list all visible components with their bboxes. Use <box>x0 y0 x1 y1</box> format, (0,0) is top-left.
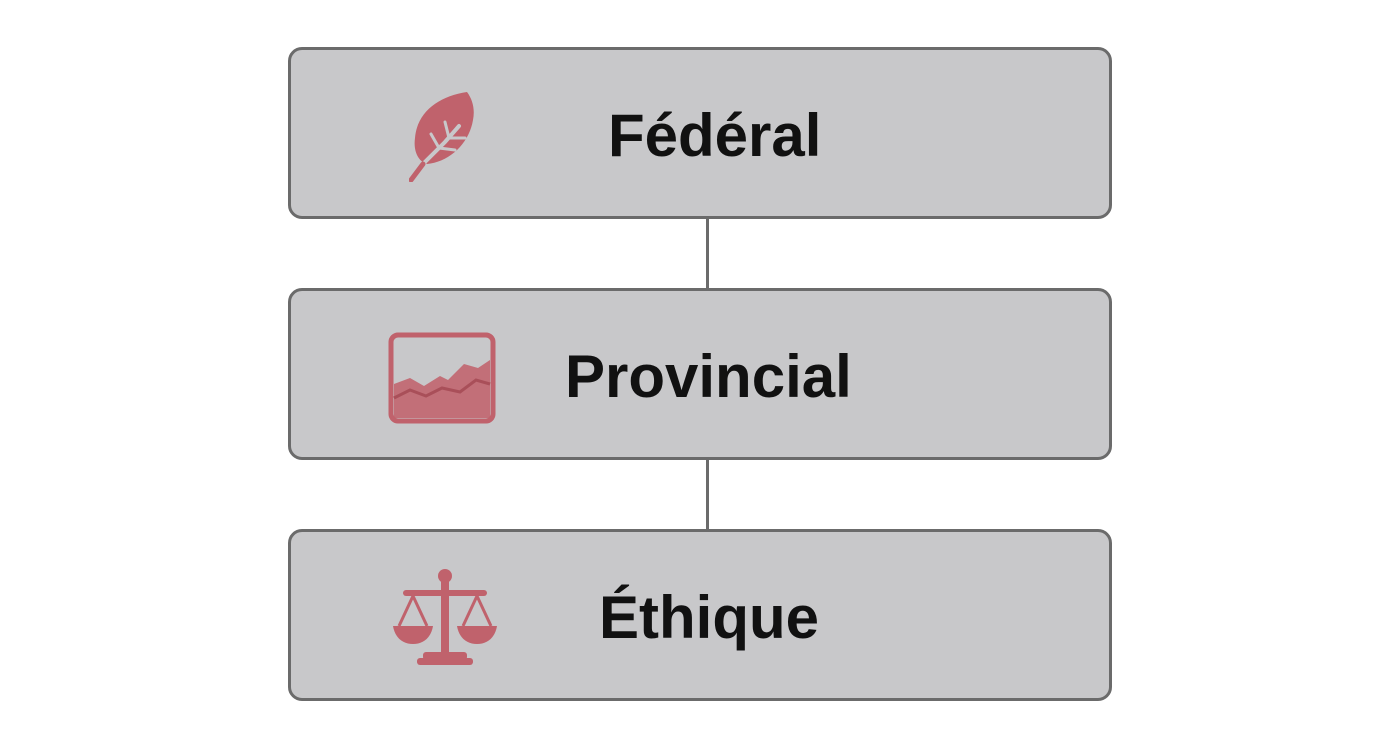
level-box-provincial: Provincial <box>288 288 1112 460</box>
level-box-federal: Fédéral <box>288 47 1112 219</box>
level-label: Provincial <box>565 343 852 410</box>
level-label: Fédéral <box>608 102 822 169</box>
leaf-icon <box>409 92 474 182</box>
connector-line <box>706 219 709 288</box>
scales-icon <box>393 569 497 665</box>
area-chart-icon <box>388 332 496 424</box>
connector-line <box>706 460 709 529</box>
level-label: Éthique <box>599 584 819 651</box>
level-box-ethique: Éthique <box>288 529 1112 701</box>
